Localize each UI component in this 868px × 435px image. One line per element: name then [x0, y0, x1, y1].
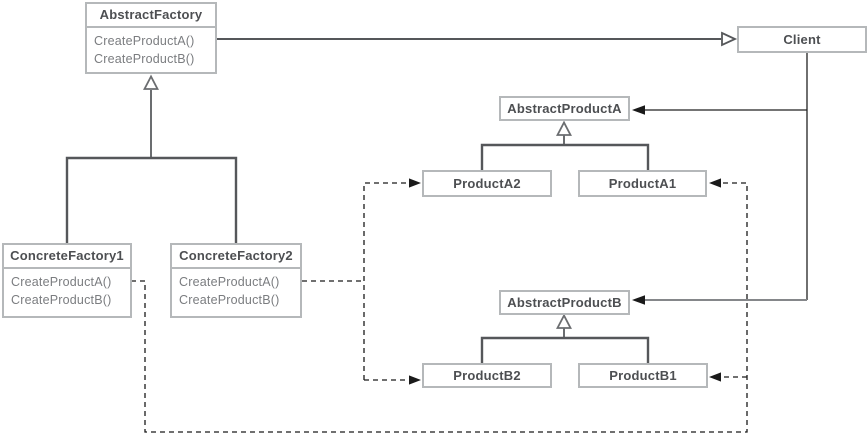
filled-arrowhead-icon — [632, 295, 645, 305]
inheritance-triangle-icon — [556, 120, 572, 136]
filled-arrowhead-icon — [709, 178, 721, 188]
inheritance-triangle-icon — [556, 313, 572, 329]
dependency-concretefactory1-products — [131, 178, 748, 433]
class-methods: CreateProductA() CreateProductB() — [4, 269, 130, 309]
class-abstractproducta: AbstractProductA — [499, 96, 630, 121]
class-methods: CreateProductA() CreateProductB() — [87, 28, 215, 68]
class-title: ProductA2 — [453, 176, 521, 191]
class-methods: CreateProductA() CreateProductB() — [172, 269, 300, 309]
class-concretefactory2: ConcreteFactory2 CreateProductA() Create… — [170, 243, 302, 318]
filled-arrowhead-icon — [709, 372, 721, 382]
class-producta2: ProductA2 — [422, 170, 552, 197]
class-method: CreateProductB() — [11, 292, 112, 307]
class-title: ProductB1 — [609, 368, 677, 383]
generalization-products-abstractproductb — [480, 313, 650, 363]
association-client-abstractproductb — [632, 295, 807, 305]
filled-arrowhead-icon — [409, 178, 421, 188]
class-title: AbstractProductB — [507, 295, 622, 310]
inheritance-triangle-icon — [143, 74, 159, 90]
class-abstractproductb: AbstractProductB — [499, 290, 630, 315]
class-concretefactory1: ConcreteFactory1 CreateProductA() Create… — [2, 243, 132, 318]
generalization-concretefactories-abstractfactory — [65, 74, 238, 243]
association-abstractfactory-client — [217, 31, 738, 47]
generalization-products-abstractproducta — [480, 120, 650, 170]
class-method: CreateProductB() — [179, 292, 280, 307]
class-method: CreateProductB() — [94, 51, 195, 66]
class-title: ConcreteFactory1 — [4, 245, 130, 269]
class-client: Client — [737, 26, 867, 53]
filled-arrowhead-icon — [632, 105, 645, 115]
dependency-concretefactory2-products — [302, 178, 421, 385]
class-title: Client — [783, 32, 821, 47]
class-method: CreateProductA() — [94, 34, 195, 48]
class-productb1: ProductB1 — [578, 363, 708, 388]
class-title: AbstractProductA — [507, 101, 622, 116]
class-title: ProductB2 — [453, 368, 521, 383]
class-title: ConcreteFactory2 — [172, 245, 300, 269]
class-productb2: ProductB2 — [422, 363, 552, 388]
class-method: CreateProductA() — [11, 275, 112, 289]
class-producta1: ProductA1 — [578, 170, 707, 197]
filled-arrowhead-icon — [409, 375, 421, 385]
class-title: ProductA1 — [608, 176, 677, 191]
class-method: CreateProductA() — [179, 275, 280, 289]
open-arrowhead-icon — [721, 31, 738, 47]
class-abstractfactory: AbstractFactory CreateProductA() CreateP… — [85, 2, 217, 74]
class-title: AbstractFactory — [87, 4, 215, 28]
association-client-abstractproducta — [632, 105, 807, 115]
